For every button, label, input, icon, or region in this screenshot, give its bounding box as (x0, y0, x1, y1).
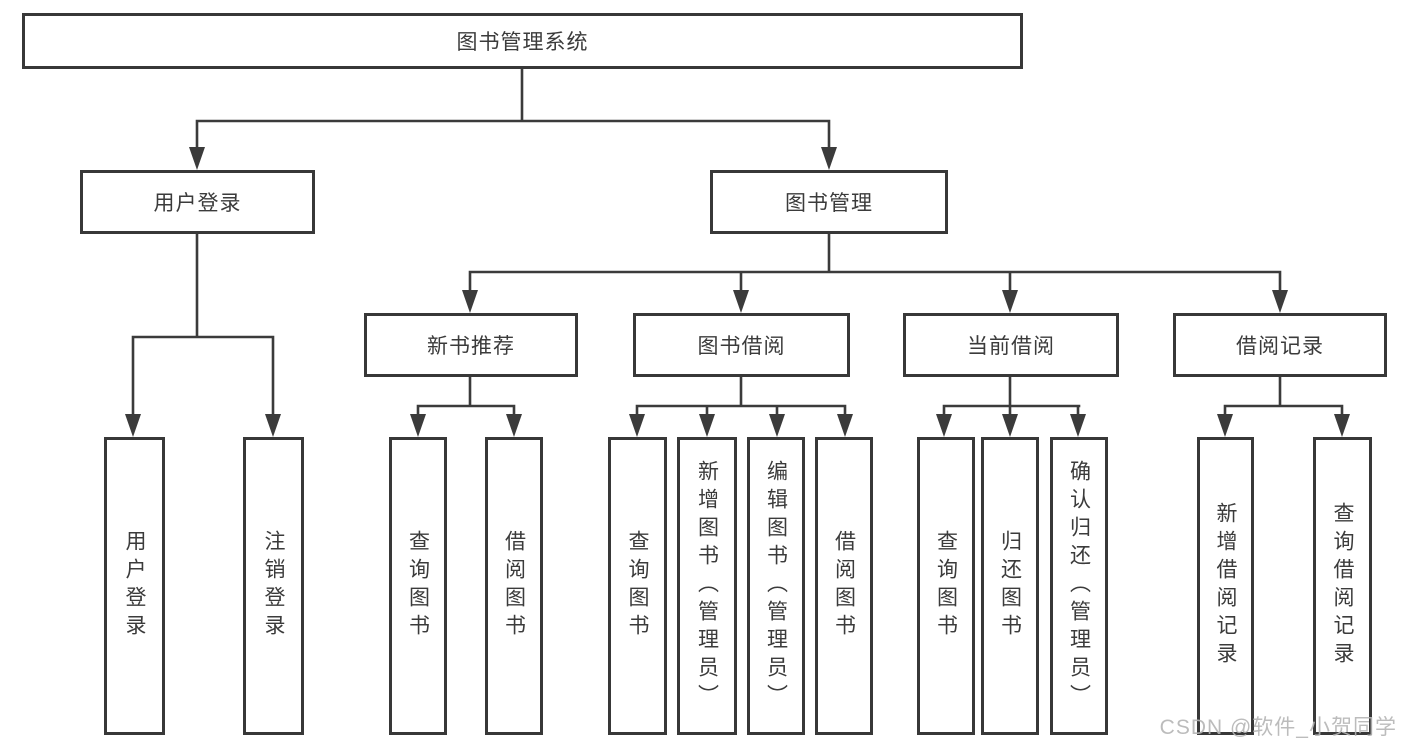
node-label: 查询图书 (626, 530, 649, 642)
leaf-borrow-books: 借阅图书 (815, 437, 873, 735)
leaf-user-login: 用户登录 (104, 437, 165, 735)
node-label: 查询图书 (406, 530, 430, 642)
node-label: 新增图书（管理员） (695, 460, 719, 712)
node-label: 编辑图书（管理员） (764, 460, 788, 712)
leaf-add-book-admin: 新增图书（管理员） (677, 437, 737, 735)
node-label: 确认归还（管理员） (1067, 460, 1091, 712)
node-new-book-recommendation: 新书推荐 (364, 313, 578, 377)
node-label: 归还图书 (998, 530, 1022, 642)
node-label: 借阅图书 (502, 530, 526, 642)
node-label: 借阅记录 (1236, 335, 1324, 358)
leaf-query-books: 查询图书 (608, 437, 667, 735)
leaf-add-borrow-record: 新增借阅记录 (1197, 437, 1254, 735)
leaf-query-borrow-record: 查询借阅记录 (1313, 437, 1372, 735)
node-book-management: 图书管理 (710, 170, 948, 234)
arrowheads (125, 147, 1350, 437)
node-label: 图书管理 (785, 192, 873, 215)
node-current-borrowing: 当前借阅 (903, 313, 1119, 377)
node-borrowing-records: 借阅记录 (1173, 313, 1387, 377)
leaf-edit-book-admin: 编辑图书（管理员） (747, 437, 805, 735)
leaf-query-books: 查询图书 (917, 437, 975, 735)
node-label: 新书推荐 (427, 335, 515, 358)
leaf-borrow-books: 借阅图书 (485, 437, 543, 735)
node-label: 用户登录 (123, 530, 146, 642)
node-label: 图书借阅 (697, 335, 786, 358)
node-label: 当前借阅 (967, 335, 1055, 358)
leaf-confirm-return-admin: 确认归还（管理员） (1050, 437, 1108, 735)
node-label: 查询图书 (934, 530, 958, 642)
node-label: 图书管理系统 (456, 31, 589, 54)
leaf-logout: 注销登录 (243, 437, 304, 735)
node-label: 注销登录 (262, 530, 285, 642)
node-label: 用户登录 (153, 192, 242, 215)
leaf-query-books: 查询图书 (389, 437, 447, 735)
node-book-borrowing: 图书借阅 (633, 313, 850, 377)
node-library-management-system: 图书管理系统 (22, 13, 1023, 69)
node-label: 借阅图书 (832, 530, 856, 642)
node-user-login: 用户登录 (80, 170, 315, 234)
node-label: 新增借阅记录 (1214, 502, 1237, 670)
leaf-return-books: 归还图书 (981, 437, 1039, 735)
node-label: 查询借阅记录 (1331, 502, 1354, 670)
